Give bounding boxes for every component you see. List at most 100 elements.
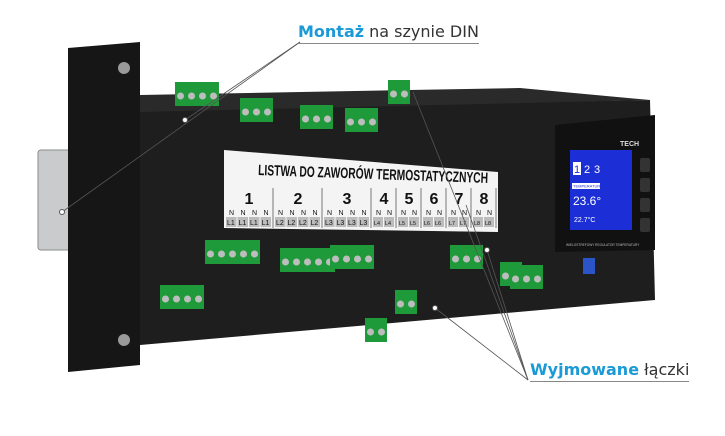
terminal-label-cell — [335, 217, 346, 227]
front-label — [224, 150, 498, 232]
terminal-screw-icon — [401, 90, 408, 98]
terminal-label-l: L1 — [250, 220, 258, 227]
terminal-label-l: L3 — [360, 220, 368, 227]
terminal-screw-icon — [347, 118, 354, 126]
leader-lines — [61, 41, 529, 381]
temp-value: 23.6° — [573, 194, 601, 208]
zone-tabs: 1 2 3 — [573, 162, 600, 176]
zone-number: 4 — [380, 191, 389, 208]
terminal-label-cell — [409, 217, 419, 227]
temp-set: 22.7°C — [574, 216, 595, 224]
button-up[interactable] — [640, 158, 650, 172]
terminal-label-l: L2 — [311, 220, 319, 227]
terminal-label-n: N — [451, 210, 456, 217]
terminal-label-n: N — [437, 210, 442, 217]
fuse-holder — [583, 258, 595, 274]
terminal-label-cell — [260, 217, 271, 227]
terminal-screw-icon — [523, 275, 530, 283]
terminal-screw-icon — [367, 328, 374, 336]
terminal-label-l: L5 — [399, 221, 405, 227]
callout-removable-connectors: Wyjmowane łączki — [530, 360, 690, 382]
terminal-label-n: N — [278, 210, 283, 217]
zone-number: 2 — [294, 191, 303, 208]
terminal-label-l: L8 — [474, 221, 480, 227]
terminal-label-l: L2 — [288, 220, 296, 227]
terminal-block[interactable] — [365, 318, 387, 342]
terminal-label-l: L1 — [227, 220, 235, 227]
terminal-label-cell — [309, 217, 320, 227]
controller-caption: WIELOSTREFOWY REGULATOR TEMPERATURY — [566, 243, 640, 247]
terminal-screw-icon — [251, 250, 258, 258]
screw-icon — [118, 62, 130, 74]
callout-text: na szynie DIN — [364, 22, 479, 41]
terminal-label-cell — [286, 217, 297, 227]
leader-dots — [59, 117, 490, 311]
terminal-label-n: N — [426, 210, 431, 217]
terminal-label-cell — [459, 217, 469, 227]
terminal-label-n: N — [350, 210, 355, 217]
terminal-screw-icon — [378, 328, 385, 336]
terminal-label-n: N — [229, 210, 234, 217]
terminal-label-l: L5 — [410, 221, 416, 227]
zone-number: 3 — [343, 191, 352, 208]
terminal-label-l: L1 — [262, 220, 270, 227]
terminal-screw-icon — [452, 255, 459, 263]
terminal-label-n: N — [362, 210, 367, 217]
temp-label: TEMPERATURA — [573, 184, 603, 189]
terminal-label-l: L7 — [449, 221, 455, 227]
zone-number: 1 — [245, 191, 254, 208]
terminal-label-n: N — [327, 210, 332, 217]
button-exit[interactable] — [640, 218, 650, 232]
terminal-label-cell — [373, 217, 383, 227]
terminal-screw-icon — [502, 272, 509, 280]
terminal-screw-icon — [369, 118, 376, 126]
terminal-screw-icon — [282, 258, 289, 266]
terminal-label-n: N — [476, 210, 481, 217]
terminal-label-cell — [226, 217, 237, 227]
terminal-label-cell — [298, 217, 309, 227]
terminal-label-n: N — [387, 210, 392, 217]
terminal-label-l: L2 — [299, 220, 307, 227]
din-rail-clip — [37, 149, 71, 251]
callout-din-mount: Montaż na szynie DIN — [298, 22, 479, 44]
zone-tab: 3 — [594, 164, 600, 176]
terminal-screw-icon — [343, 255, 350, 263]
terminal-label-n: N — [462, 210, 467, 217]
terminal-label-cell — [473, 217, 483, 227]
terminal-label-l: L3 — [325, 220, 333, 227]
terminal-label-n: N — [264, 210, 269, 217]
device-body — [68, 42, 140, 372]
terminal-block[interactable] — [395, 290, 417, 314]
terminal-label-cell — [249, 217, 260, 227]
terminal-screw-icon — [315, 258, 322, 266]
terminal-label-n: N — [376, 210, 381, 217]
button-menu[interactable] — [640, 198, 650, 212]
terminal-label-cell — [384, 217, 394, 227]
terminal-label-cell — [358, 217, 369, 227]
terminal-label-l: L6 — [435, 221, 441, 227]
callout-bold: Montaż — [298, 22, 365, 41]
terminal-label-n: N — [241, 210, 246, 217]
terminal-screw-icon — [218, 250, 225, 258]
screw-icon — [118, 334, 130, 346]
terminal-screw-icon — [302, 115, 309, 123]
terminal-screw-icon — [293, 258, 300, 266]
zone-number: 8 — [480, 191, 489, 208]
terminal-block[interactable] — [388, 80, 410, 104]
zone-number: 6 — [430, 191, 439, 208]
terminal-label-n: N — [301, 210, 306, 217]
terminal-screw-icon — [534, 275, 541, 283]
terminal-screw-icon — [162, 295, 169, 303]
terminal-label-cell — [484, 217, 494, 227]
terminal-label-l: L6 — [424, 221, 430, 227]
terminal-label-cell — [423, 217, 433, 227]
terminal-label-cell — [398, 217, 408, 227]
terminal-screw-icon — [188, 92, 195, 100]
button-down[interactable] — [640, 178, 650, 192]
terminal-label-n: N — [290, 210, 295, 217]
terminal-screw-icon — [229, 250, 236, 258]
terminal-label-cell — [448, 217, 458, 227]
zone-number: 5 — [405, 191, 414, 208]
terminal-label-cell — [237, 217, 248, 227]
